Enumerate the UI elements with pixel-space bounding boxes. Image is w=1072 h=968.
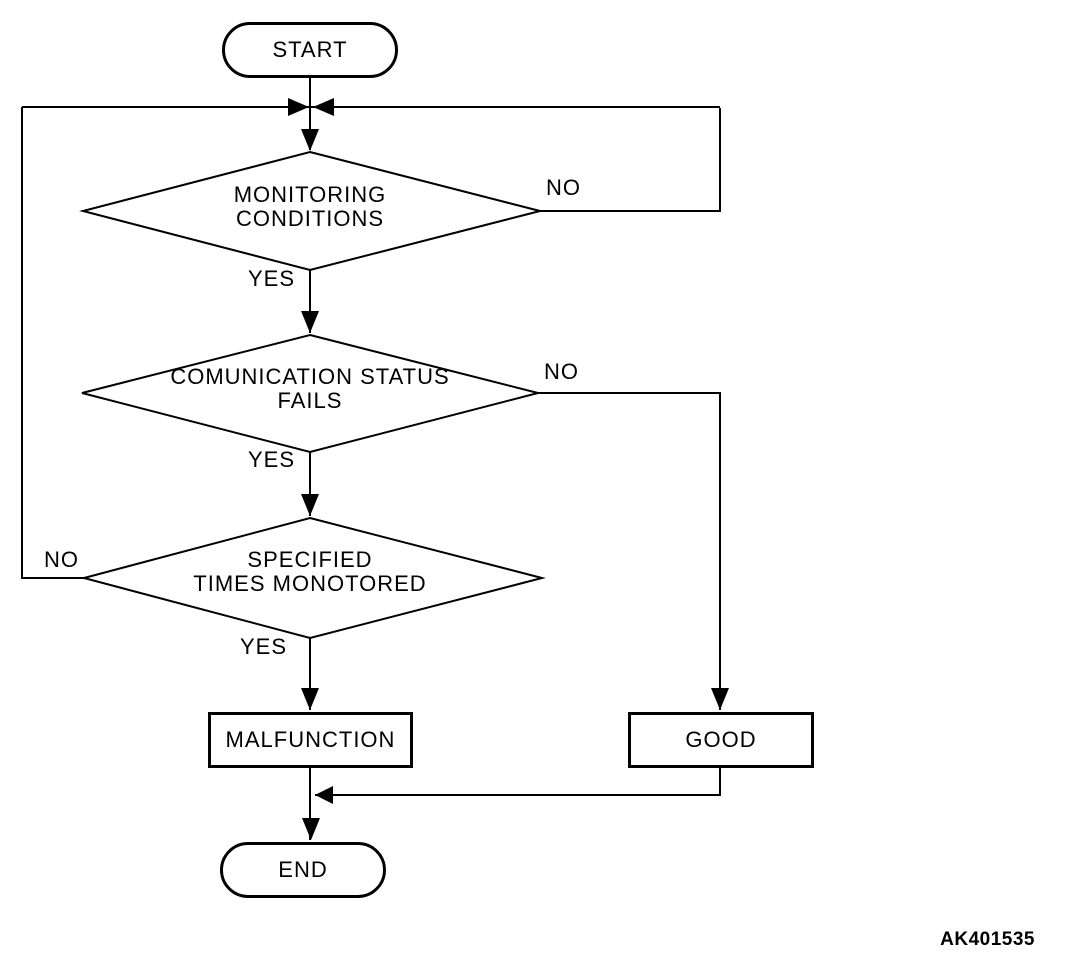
arrowhead-merge-left-icon	[288, 98, 309, 116]
decision-communication-label: COMUNICATION STATUS FAILS	[170, 364, 450, 413]
edge-specified-no-loop	[21, 107, 84, 579]
arrowhead-into-malfunction-icon	[301, 688, 319, 710]
arrowhead-merge-right-icon	[313, 98, 334, 116]
communication-yes-label: YES	[247, 447, 295, 472]
arrowhead-into-end-icon	[302, 818, 320, 840]
decision-communication-diamond	[81, 333, 539, 454]
monitoring-no-label: NO	[546, 175, 581, 200]
communication-no-label: NO	[544, 359, 579, 384]
edge-communication-no	[538, 392, 721, 710]
malfunction-node: MALFUNCTION	[208, 712, 413, 768]
specified-yes-label: YES	[239, 634, 287, 659]
decision-specified-diamond	[80, 516, 546, 640]
arrowhead-into-communication-icon	[301, 311, 319, 333]
decision-monitoring-diamond	[79, 150, 541, 272]
arrowhead-into-monitoring-icon	[301, 129, 319, 151]
monitoring-yes-label: YES	[247, 266, 295, 291]
decision-monitoring-label: MONITORING CONDITIONS	[233, 182, 387, 231]
start-node: START	[222, 22, 398, 78]
edge-monitoring-no-loop	[537, 108, 721, 212]
edge-good-to-end	[315, 766, 721, 796]
figure-code: AK401535	[940, 929, 1035, 950]
arrowhead-bottom-merge-icon	[315, 786, 333, 804]
decision-specified-label: SPECIFIED TIMES MONOTORED	[193, 547, 427, 596]
arrowhead-into-specified-icon	[301, 494, 319, 516]
specified-no-label: NO	[44, 547, 79, 572]
arrowhead-into-good-icon	[711, 688, 729, 710]
end-node: END	[220, 842, 386, 898]
good-node: GOOD	[628, 712, 814, 768]
